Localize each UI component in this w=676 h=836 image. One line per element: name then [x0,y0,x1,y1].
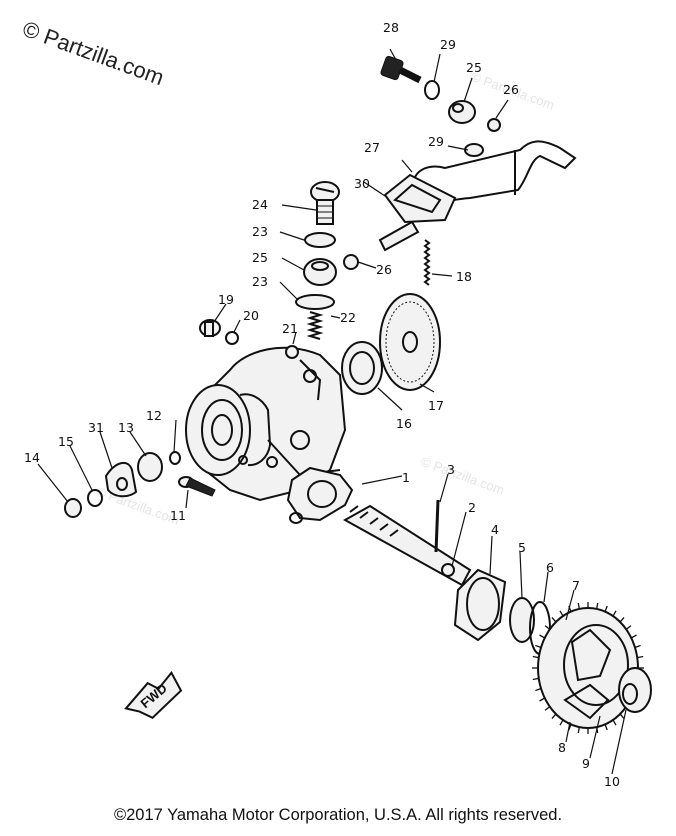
callout-17: 17 [428,398,444,413]
washer-part-15 [87,489,103,507]
callout-31: 31 [88,420,104,435]
faint-watermark-2: © Partzilla.com [419,454,506,498]
plate-part-13 [137,452,163,482]
washer-on-shaft [441,563,455,577]
washer-part-20 [225,331,239,345]
callout-15: 15 [58,434,74,449]
callout-21: 21 [282,321,298,336]
plug-part-21 [285,345,299,359]
callout-30: 30 [354,176,370,191]
clip-part-31 [104,461,138,498]
spring-part-22 [306,311,324,340]
collar-part-25-top [448,100,476,124]
collar-part-4 [453,568,507,642]
gear-tooth [532,677,539,681]
screw-part-24 [310,181,340,225]
callout-7: 7 [572,578,580,593]
callout-11: 11 [170,508,186,523]
nut-part-26-mid [343,254,359,270]
lever-part-27 [378,140,577,252]
gear-tooth [551,713,557,719]
gear-tooth [535,644,542,649]
callout-29-top: 29 [440,37,456,52]
gear-part-17 [379,293,441,391]
fwd-arrow: FWD [124,670,183,720]
gear-tooth [604,724,608,731]
gear-tooth [544,625,551,630]
gear-tooth [619,617,625,623]
callout-10: 10 [604,774,620,789]
gear-tooth [544,706,551,711]
washer-part-23-upper [304,232,336,248]
callout-16: 16 [396,416,412,431]
callout-24: 24 [252,197,268,212]
bracket-part-30 [383,173,457,224]
collar-part-25-mid [303,258,337,286]
gear-tooth [637,655,644,659]
bolt-part-28 [380,55,422,84]
callout-6: 6 [546,560,554,575]
callout-23-lower: 23 [252,274,268,289]
nut-part-14 [64,498,82,518]
callout-1: 1 [402,470,410,485]
gear-tooth [539,634,546,639]
callout-12: 12 [146,408,162,423]
callout-19: 19 [218,292,234,307]
callout-5: 5 [518,540,526,555]
gear-tooth [596,602,599,610]
screw-part-19 [199,319,221,337]
gear-tooth [539,697,546,702]
gear-tooth [577,726,580,734]
gear-tooth [577,602,580,610]
callouts: 28 29 25 26 27 29 30 24 23 25 26 23 18 1… [24,20,620,789]
gear-part-7 [532,602,644,734]
washer-part-29-top [424,80,440,100]
gear-tooth [532,655,539,659]
callout-28: 28 [383,20,399,35]
callout-14: 14 [24,450,40,465]
callout-26-mid: 26 [376,262,392,277]
callout-29-mid: 29 [428,134,444,149]
copyright-notice: ©2017 Yamaha Motor Corporation, U.S.A. A… [113,806,563,824]
gasket-part-1 [286,466,354,524]
gear-tooth [535,687,542,692]
callout-3: 3 [447,462,455,477]
callout-25-mid: 25 [252,250,268,265]
callout-20: 20 [243,308,259,323]
gear-tooth [634,644,641,649]
bolt-part-11 [178,476,216,497]
pin-part-3 [434,499,440,553]
callout-18: 18 [456,269,472,284]
gear-tooth [559,610,564,617]
nut-part-10 [618,667,652,713]
nut-part-26-top [487,118,501,132]
gear-tooth [551,617,557,623]
shaft-part-2 [342,504,472,587]
housing-body [185,346,347,502]
gear-tooth [559,719,564,726]
callout-8: 8 [558,740,566,755]
gear-tooth [630,634,637,639]
callout-22: 22 [340,310,356,325]
callout-23-upper: 23 [252,224,268,239]
bearing-part-16 [341,341,383,395]
spring-part-18 [423,239,431,286]
gear-tooth [612,610,617,617]
washer-part-12 [169,451,181,465]
leader-lines [37,48,627,775]
callout-2: 2 [468,500,476,515]
callout-4: 4 [491,522,499,537]
washer-part-23-lower [295,294,335,310]
gear-tooth [625,625,632,630]
callout-26-top: 26 [503,82,519,97]
callout-9: 9 [582,756,590,771]
callout-27: 27 [364,140,380,155]
callout-25-top: 25 [466,60,482,75]
gear-tooth [604,605,608,612]
gear-tooth [619,713,625,719]
callout-13: 13 [118,420,134,435]
gear-tooth [612,719,617,726]
